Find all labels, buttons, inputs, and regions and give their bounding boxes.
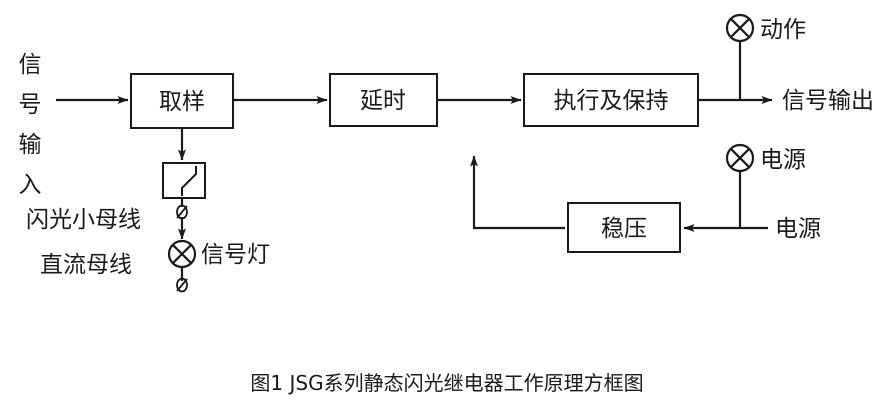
block-regulator xyxy=(567,202,681,253)
signal-lamp-label: 信号灯 xyxy=(201,242,270,268)
signal-lamp-icon xyxy=(167,239,197,269)
input-label-char-4: 入 xyxy=(19,172,42,198)
relay-contact-switch-icon xyxy=(181,166,197,196)
connector-regulator-to-execute xyxy=(470,155,565,230)
figure-caption: 图1 JSG系列静态闪光继电器工作原理方框图 xyxy=(250,371,643,395)
block-regulator-label: 稳压 xyxy=(601,216,647,242)
block-delay-label: 延时 xyxy=(360,88,406,114)
power-source-label: 电源 xyxy=(775,216,821,242)
block-sampling-label: 取样 xyxy=(159,89,205,115)
power-lamp-icon xyxy=(725,143,755,173)
block-delay xyxy=(329,73,438,127)
block-relay-contact xyxy=(162,162,206,199)
dc-bus-label: 直流母线 xyxy=(40,252,132,278)
input-label-char-1: 信 xyxy=(19,52,42,78)
signal-output-label: 信号输出 xyxy=(782,88,874,114)
power-lamp-label: 电源 xyxy=(760,147,806,173)
terminal-upper-icon xyxy=(176,204,188,220)
input-label-char-3: 输 xyxy=(19,132,42,158)
flash-bus-label: 闪光小母线 xyxy=(26,207,141,233)
block-execute xyxy=(523,73,699,127)
block-sampling xyxy=(130,73,234,129)
input-label-char-2: 号 xyxy=(19,92,42,118)
terminal-lower-icon xyxy=(176,277,188,293)
action-lamp-label: 动作 xyxy=(760,17,806,43)
block-execute-label: 执行及保持 xyxy=(554,88,669,114)
action-lamp-icon xyxy=(725,13,755,43)
